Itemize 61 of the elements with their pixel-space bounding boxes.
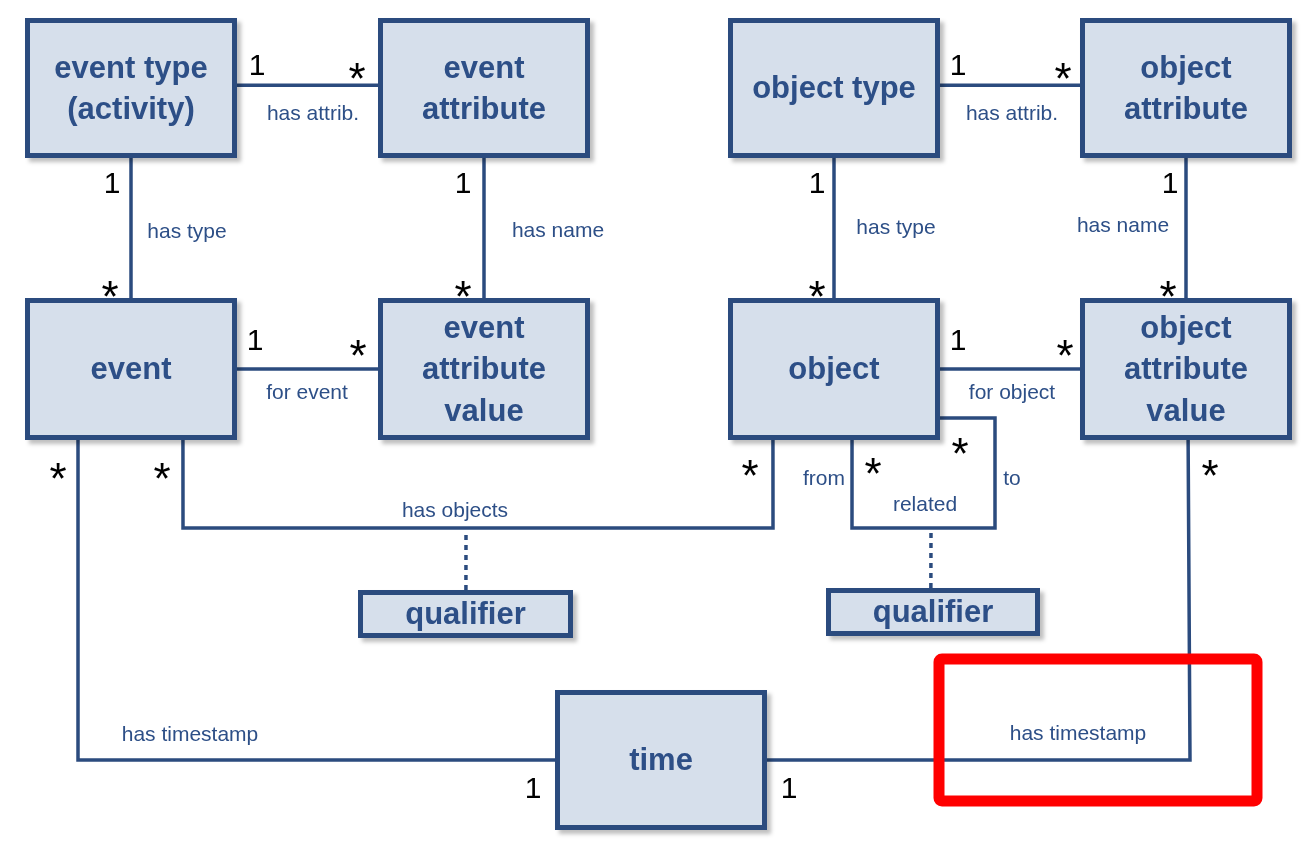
class-name: object bbox=[788, 350, 880, 389]
multiplicity-label: * bbox=[808, 275, 826, 305]
class-box bbox=[1080, 298, 1292, 440]
multiplicity-label: 1 bbox=[454, 166, 472, 200]
multiplicity-label: * bbox=[49, 457, 67, 487]
class-name: event type (activity) bbox=[53, 48, 209, 128]
multiplicity-label: 1 bbox=[103, 166, 121, 200]
multiplicity-label: 1 bbox=[808, 166, 826, 200]
class-box bbox=[378, 18, 590, 158]
multiplicity-label: 1 bbox=[248, 48, 266, 82]
multiplicity-label: * bbox=[864, 452, 882, 482]
multiplicity-label: * bbox=[348, 57, 366, 87]
multiplicity-label: * bbox=[951, 432, 969, 462]
class-box bbox=[1080, 18, 1292, 158]
class-box bbox=[378, 298, 590, 440]
multiplicity-label: * bbox=[1054, 57, 1072, 87]
class-name: object attribute value bbox=[1123, 309, 1249, 430]
multiplicity-label: 1 bbox=[780, 771, 798, 805]
connector-line bbox=[850, 416, 997, 530]
connector-line bbox=[832, 158, 836, 298]
connector-line bbox=[1184, 158, 1188, 298]
class-name: object attribute bbox=[1123, 48, 1249, 128]
class-name: event attribute value bbox=[421, 309, 547, 430]
multiplicity-label: * bbox=[1159, 275, 1177, 305]
role-label: from bbox=[803, 466, 845, 490]
multiplicity-label: * bbox=[741, 454, 759, 484]
class-box bbox=[728, 298, 940, 440]
class-name: event bbox=[90, 350, 172, 389]
class-name: qualifier bbox=[872, 593, 994, 632]
class-box bbox=[25, 298, 237, 440]
class-box bbox=[728, 18, 940, 158]
multiplicity-label: * bbox=[153, 457, 171, 487]
connector-line bbox=[181, 440, 775, 530]
multiplicity-label: * bbox=[349, 334, 367, 364]
class-name: object type bbox=[752, 69, 916, 108]
qualifier-box bbox=[826, 588, 1040, 636]
connector-line bbox=[767, 440, 1192, 762]
class-name: time bbox=[629, 741, 693, 780]
multiplicity-label: 1 bbox=[949, 48, 967, 82]
multiplicity-label: 1 bbox=[949, 323, 967, 357]
multiplicity-label: * bbox=[454, 275, 472, 305]
class-name: event attribute bbox=[421, 48, 547, 128]
multiplicity-label: * bbox=[1201, 454, 1219, 484]
connector-line bbox=[237, 83, 378, 87]
multiplicity-label: 1 bbox=[1161, 166, 1179, 200]
connector-line bbox=[940, 83, 1080, 87]
multiplicity-label: * bbox=[101, 275, 119, 305]
class-box bbox=[25, 18, 237, 158]
dotted-line bbox=[929, 530, 933, 588]
connector-line bbox=[482, 158, 486, 298]
class-name: qualifier bbox=[405, 595, 526, 634]
connector-line bbox=[129, 158, 133, 298]
connector-line bbox=[237, 367, 378, 371]
qualifier-box bbox=[358, 590, 573, 638]
connector-line bbox=[940, 367, 1080, 371]
class-box bbox=[555, 690, 767, 830]
multiplicity-label: 1 bbox=[524, 771, 542, 805]
multiplicity-label: * bbox=[1056, 334, 1074, 364]
role-label: to bbox=[1003, 466, 1021, 490]
connector-line bbox=[76, 440, 555, 762]
multiplicity-label: 1 bbox=[246, 323, 264, 357]
